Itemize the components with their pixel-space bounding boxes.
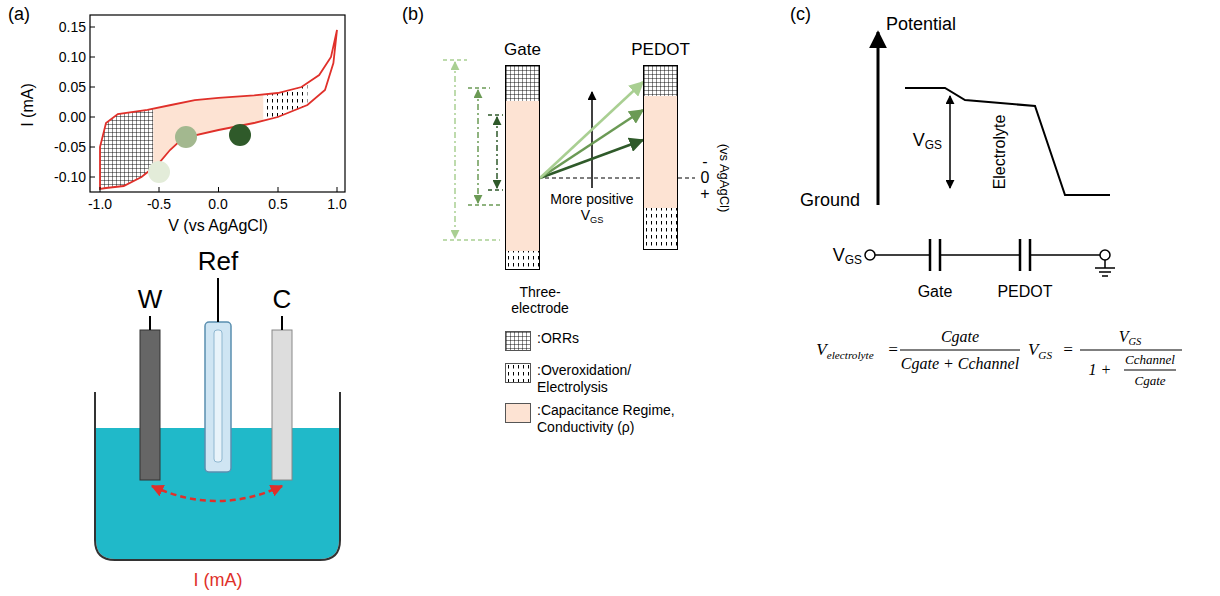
legend-text: :Capacitance Regime, Conductivity (ρ)	[537, 402, 697, 436]
formula-term: Cgate + Cchannel	[901, 355, 1019, 373]
electrode-label: Ref	[198, 247, 238, 277]
bar-heading: PEDOT	[631, 40, 690, 60]
legend-swatch	[505, 363, 531, 383]
formula-term: =	[1062, 340, 1073, 360]
panel-label: (c)	[790, 4, 811, 25]
formula-term: Cgate	[941, 328, 979, 346]
bar-heading: Gate	[504, 40, 541, 60]
formula-term: VGS	[1028, 340, 1052, 360]
panel-label: (b)	[402, 4, 424, 25]
tick-label: 0.0	[208, 196, 227, 212]
shift-arrow	[540, 82, 643, 178]
tick-label: 0.15	[59, 19, 86, 35]
legend-row: :ORRs	[505, 330, 697, 347]
legend-text: :Overoxidation/ Electrolysis	[537, 362, 652, 396]
formula-term: Cchannel	[1125, 353, 1175, 368]
tick-label: 0.00	[59, 109, 86, 125]
legend-text: :ORRs	[537, 330, 697, 347]
region-label: Electrolyte	[991, 115, 1009, 190]
scale-mark: 0	[701, 169, 710, 187]
tick-label: -0.05	[54, 139, 86, 155]
swatch-pattern	[506, 364, 530, 382]
axis-title: V (vs AgAgCl)	[168, 217, 268, 235]
voltage-label: VGS	[833, 245, 862, 266]
arrow-note: More positive VGS	[546, 191, 638, 223]
bar-fill	[644, 66, 677, 249]
shift-arrow	[540, 110, 643, 178]
scale-mark: +	[700, 185, 709, 203]
method-note: Three- electrode	[500, 284, 580, 316]
formula-term: Velectrolyte	[816, 340, 873, 360]
formula-term: Cgate	[1134, 374, 1165, 389]
capacitor-label: PEDOT	[997, 283, 1052, 301]
formula-term: VGS	[1119, 328, 1142, 346]
voltage-label: VGS	[913, 130, 942, 151]
tick-label: 0.10	[59, 49, 86, 65]
shift-arrow	[540, 140, 643, 178]
axis-title: I (mA)	[19, 83, 37, 127]
potential-window-bar: PEDOT	[643, 65, 678, 250]
tick-label: 0.5	[268, 196, 287, 212]
tick-label: -0.10	[54, 169, 86, 185]
formula-term: 1 +	[1089, 361, 1112, 379]
tick-label: 0.05	[59, 79, 86, 95]
tick-label: -0.5	[147, 196, 171, 212]
ground-label: Ground	[800, 190, 860, 211]
bar-fill	[506, 66, 539, 269]
swatch-pattern	[506, 332, 530, 350]
scale-note: (vs AgAgCl)	[717, 144, 732, 213]
formula-term: =	[887, 340, 898, 360]
legend-row: :Overoxidation/ Electrolysis	[505, 362, 652, 396]
panel-label: (a)	[8, 4, 30, 25]
legend-swatch	[505, 403, 531, 423]
current-label: I (mA)	[194, 570, 243, 591]
scale-mark: -	[702, 153, 707, 171]
legend-row: :Capacitance Regime, Conductivity (ρ)	[505, 402, 697, 436]
legend-swatch	[505, 331, 531, 351]
tick-label: -1.0	[88, 196, 112, 212]
potential-window-bar: Gate	[505, 65, 540, 270]
axis-title: Potential	[886, 14, 956, 35]
electrode-label: C	[273, 285, 292, 315]
capacitor-label: Gate	[918, 283, 953, 301]
electrode-label: W	[138, 285, 163, 315]
tick-label: 1.0	[327, 196, 346, 212]
